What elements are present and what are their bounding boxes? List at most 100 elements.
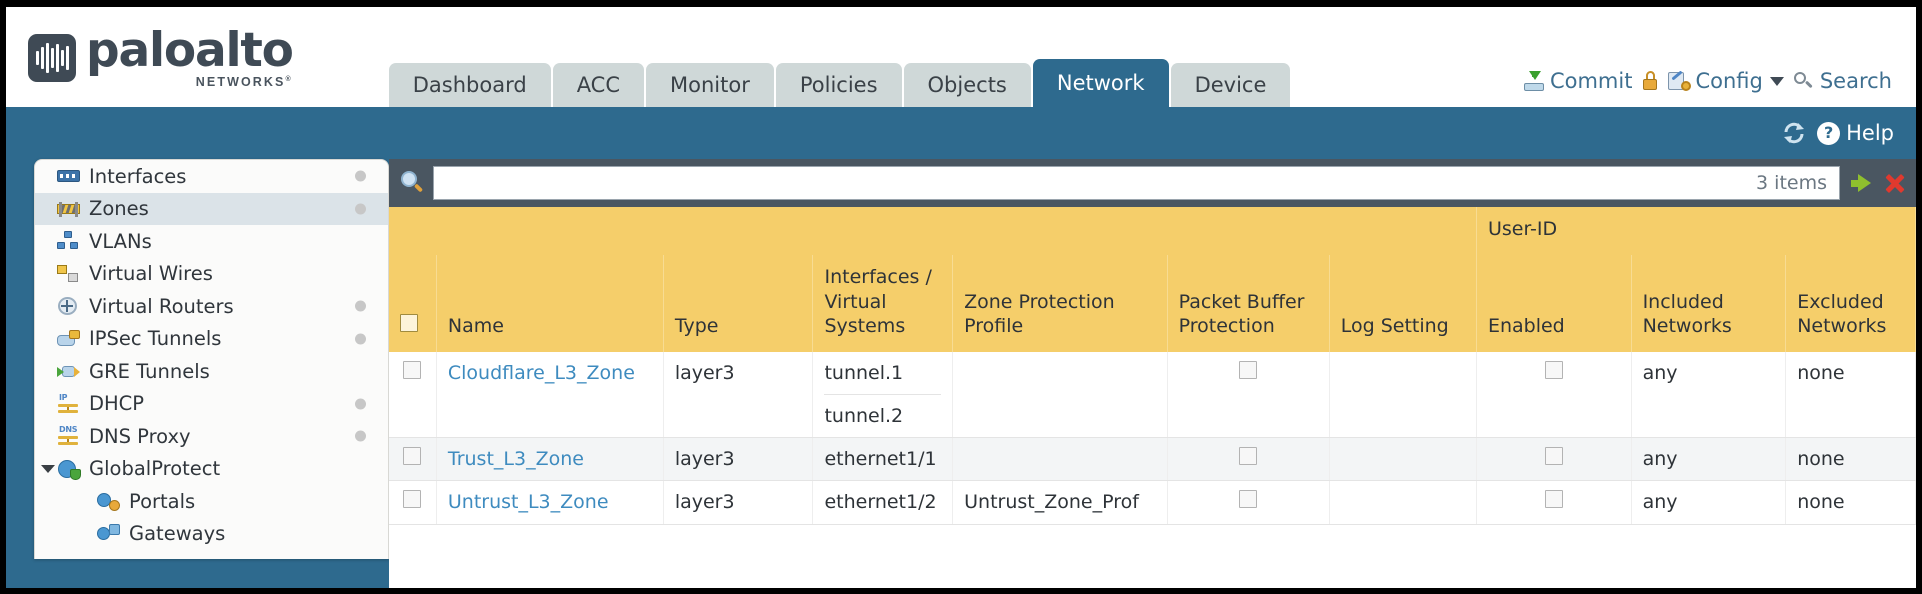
tab-dashboard[interactable]: Dashboard (388, 62, 551, 107)
excluded-networks-cell: none (1785, 352, 1916, 438)
commit-button[interactable]: Commit (1523, 69, 1632, 93)
row-checkbox[interactable] (403, 446, 422, 465)
column-header-included-networks[interactable]: Included Networks (1631, 255, 1787, 353)
zone-name-cell: Cloudflare_L3_Zone (436, 352, 664, 438)
tab-device[interactable]: Device (1170, 62, 1291, 107)
top-action-bar: Commit Config Search (1523, 69, 1916, 107)
sidebar-item-dhcp[interactable]: IP DHCP (35, 388, 388, 421)
filter-input[interactable]: 3 items (433, 166, 1840, 200)
select-all-checkbox[interactable] (400, 313, 418, 332)
column-header-name[interactable]: Name (436, 255, 664, 353)
table-header-row: Name Type Interfaces / Virtual Systems Z… (389, 255, 1916, 353)
tab-monitor[interactable]: Monitor (646, 62, 774, 107)
expander-icon[interactable] (41, 464, 55, 473)
userid-enabled-cell (1476, 352, 1632, 438)
sidebar-item-ipsec-tunnels[interactable]: IPSec Tunnels (35, 323, 388, 356)
zone-protection-profile-cell: Untrust_Zone_Prof (952, 480, 1168, 525)
sidebar-item-dns-proxy[interactable]: DNS DNS Proxy (35, 420, 388, 453)
brand-name: paloalto (86, 23, 294, 79)
userid-enabled-checkbox[interactable] (1544, 490, 1563, 509)
sidebar-item-interfaces[interactable]: Interfaces (35, 160, 388, 193)
sidebar-item-gre-tunnels[interactable]: GRE Tunnels (35, 355, 388, 388)
dhcp-icon: IP (57, 393, 80, 414)
ipsec-tunnels-icon (57, 329, 80, 349)
packet-buffer-protection-checkbox[interactable] (1239, 490, 1258, 509)
dns-proxy-icon: DNS (57, 426, 80, 446)
packet-buffer-protection-cell (1167, 437, 1330, 482)
sidebar-item-zones[interactable]: Zones (35, 192, 388, 225)
sidebar-item-virtual-routers[interactable]: Virtual Routers (35, 290, 388, 323)
search-button[interactable]: Search (1793, 69, 1892, 93)
config-menu[interactable]: Config (1668, 69, 1784, 93)
included-networks-cell: any (1631, 352, 1787, 438)
zone-name-link[interactable]: Cloudflare_L3_Zone (447, 362, 635, 385)
sidebar-item-label: Gateways (129, 522, 226, 546)
packet-buffer-protection-checkbox[interactable] (1239, 446, 1258, 465)
virtual-routers-icon (57, 296, 80, 316)
interfaces-icon (57, 166, 80, 186)
status-dot (355, 300, 366, 312)
tab-acc[interactable]: ACC (552, 62, 645, 107)
zones-table: User-ID Name Type Interfaces / Virtual S… (389, 207, 1916, 525)
interface-entry: tunnel.1 (824, 352, 942, 395)
sidebar-item-label: GRE Tunnels (89, 359, 210, 383)
tab-network[interactable]: Network (1032, 58, 1169, 107)
row-checkbox[interactable] (403, 361, 422, 380)
commit-icon (1523, 71, 1545, 91)
gre-tunnels-icon (57, 361, 80, 381)
help-label: Help (1846, 121, 1894, 145)
tab-objects[interactable]: Objects (903, 62, 1031, 107)
search-label: Search (1819, 69, 1892, 93)
zone-type-cell: layer3 (663, 437, 814, 482)
select-all-header (389, 255, 437, 353)
column-header-zone-protection-profile[interactable]: Zone Protection Profile (952, 255, 1168, 353)
status-dot (355, 170, 366, 182)
userid-enabled-checkbox[interactable] (1544, 361, 1563, 380)
sidebar-item-portals[interactable]: Portals (35, 485, 388, 518)
row-checkbox[interactable] (403, 490, 422, 509)
packet-buffer-protection-checkbox[interactable] (1239, 361, 1258, 380)
userid-enabled-checkbox[interactable] (1544, 446, 1563, 465)
sidebar-item-gateways[interactable]: Gateways (35, 518, 388, 551)
status-dot (355, 333, 366, 345)
gateways-icon (97, 523, 120, 544)
apply-filter-button[interactable] (1848, 170, 1874, 196)
column-header-log-setting[interactable]: Log Setting (1329, 255, 1477, 353)
zone-interfaces-cell: ethernet1/1 (812, 437, 954, 482)
sidebar-item-virtual-wires[interactable]: Virtual Wires (35, 258, 388, 291)
help-button[interactable]: ? Help (1817, 121, 1894, 145)
packet-buffer-protection-cell (1167, 480, 1330, 525)
sidebar-item-vlans[interactable]: VLANs (35, 225, 388, 258)
column-header-enabled[interactable]: Enabled (1476, 255, 1632, 353)
sidebar-item-label: DHCP (89, 392, 145, 416)
column-header-interfaces[interactable]: Interfaces / Virtual Systems (812, 255, 954, 353)
globalprotect-icon (57, 459, 81, 480)
column-header-type[interactable]: Type (663, 255, 814, 353)
palo-alto-logo: paloalto NETWORKS® (6, 23, 294, 107)
search-magnifier-icon[interactable] (399, 170, 425, 196)
zone-name-link[interactable]: Trust_L3_Zone (447, 447, 584, 470)
logo-mark-icon (28, 34, 76, 83)
sidebar-item-label: DNS Proxy (89, 424, 191, 448)
column-header-excluded-networks[interactable]: Excluded Networks (1785, 255, 1916, 353)
zone-protection-profile-cell (952, 352, 1168, 438)
sidebar-item-globalprotect[interactable]: GlobalProtect (35, 453, 388, 486)
refresh-icon[interactable] (1781, 121, 1807, 145)
sidebar-item-label: Zones (89, 197, 149, 221)
zones-content-panel: 3 items (389, 159, 1916, 588)
column-header-packet-buffer-protection[interactable]: Packet Buffer Protection (1167, 255, 1330, 353)
group-header-spacer (389, 207, 1477, 256)
tab-policies[interactable]: Policies (775, 62, 902, 107)
zone-name-link[interactable]: Untrust_L3_Zone (447, 491, 609, 514)
user-id-group-header: User-ID (1476, 207, 1916, 256)
clear-filter-button[interactable] (1882, 170, 1908, 196)
interface-entry: ethernet1/2 (824, 491, 937, 514)
lock-button[interactable] (1641, 71, 1659, 91)
